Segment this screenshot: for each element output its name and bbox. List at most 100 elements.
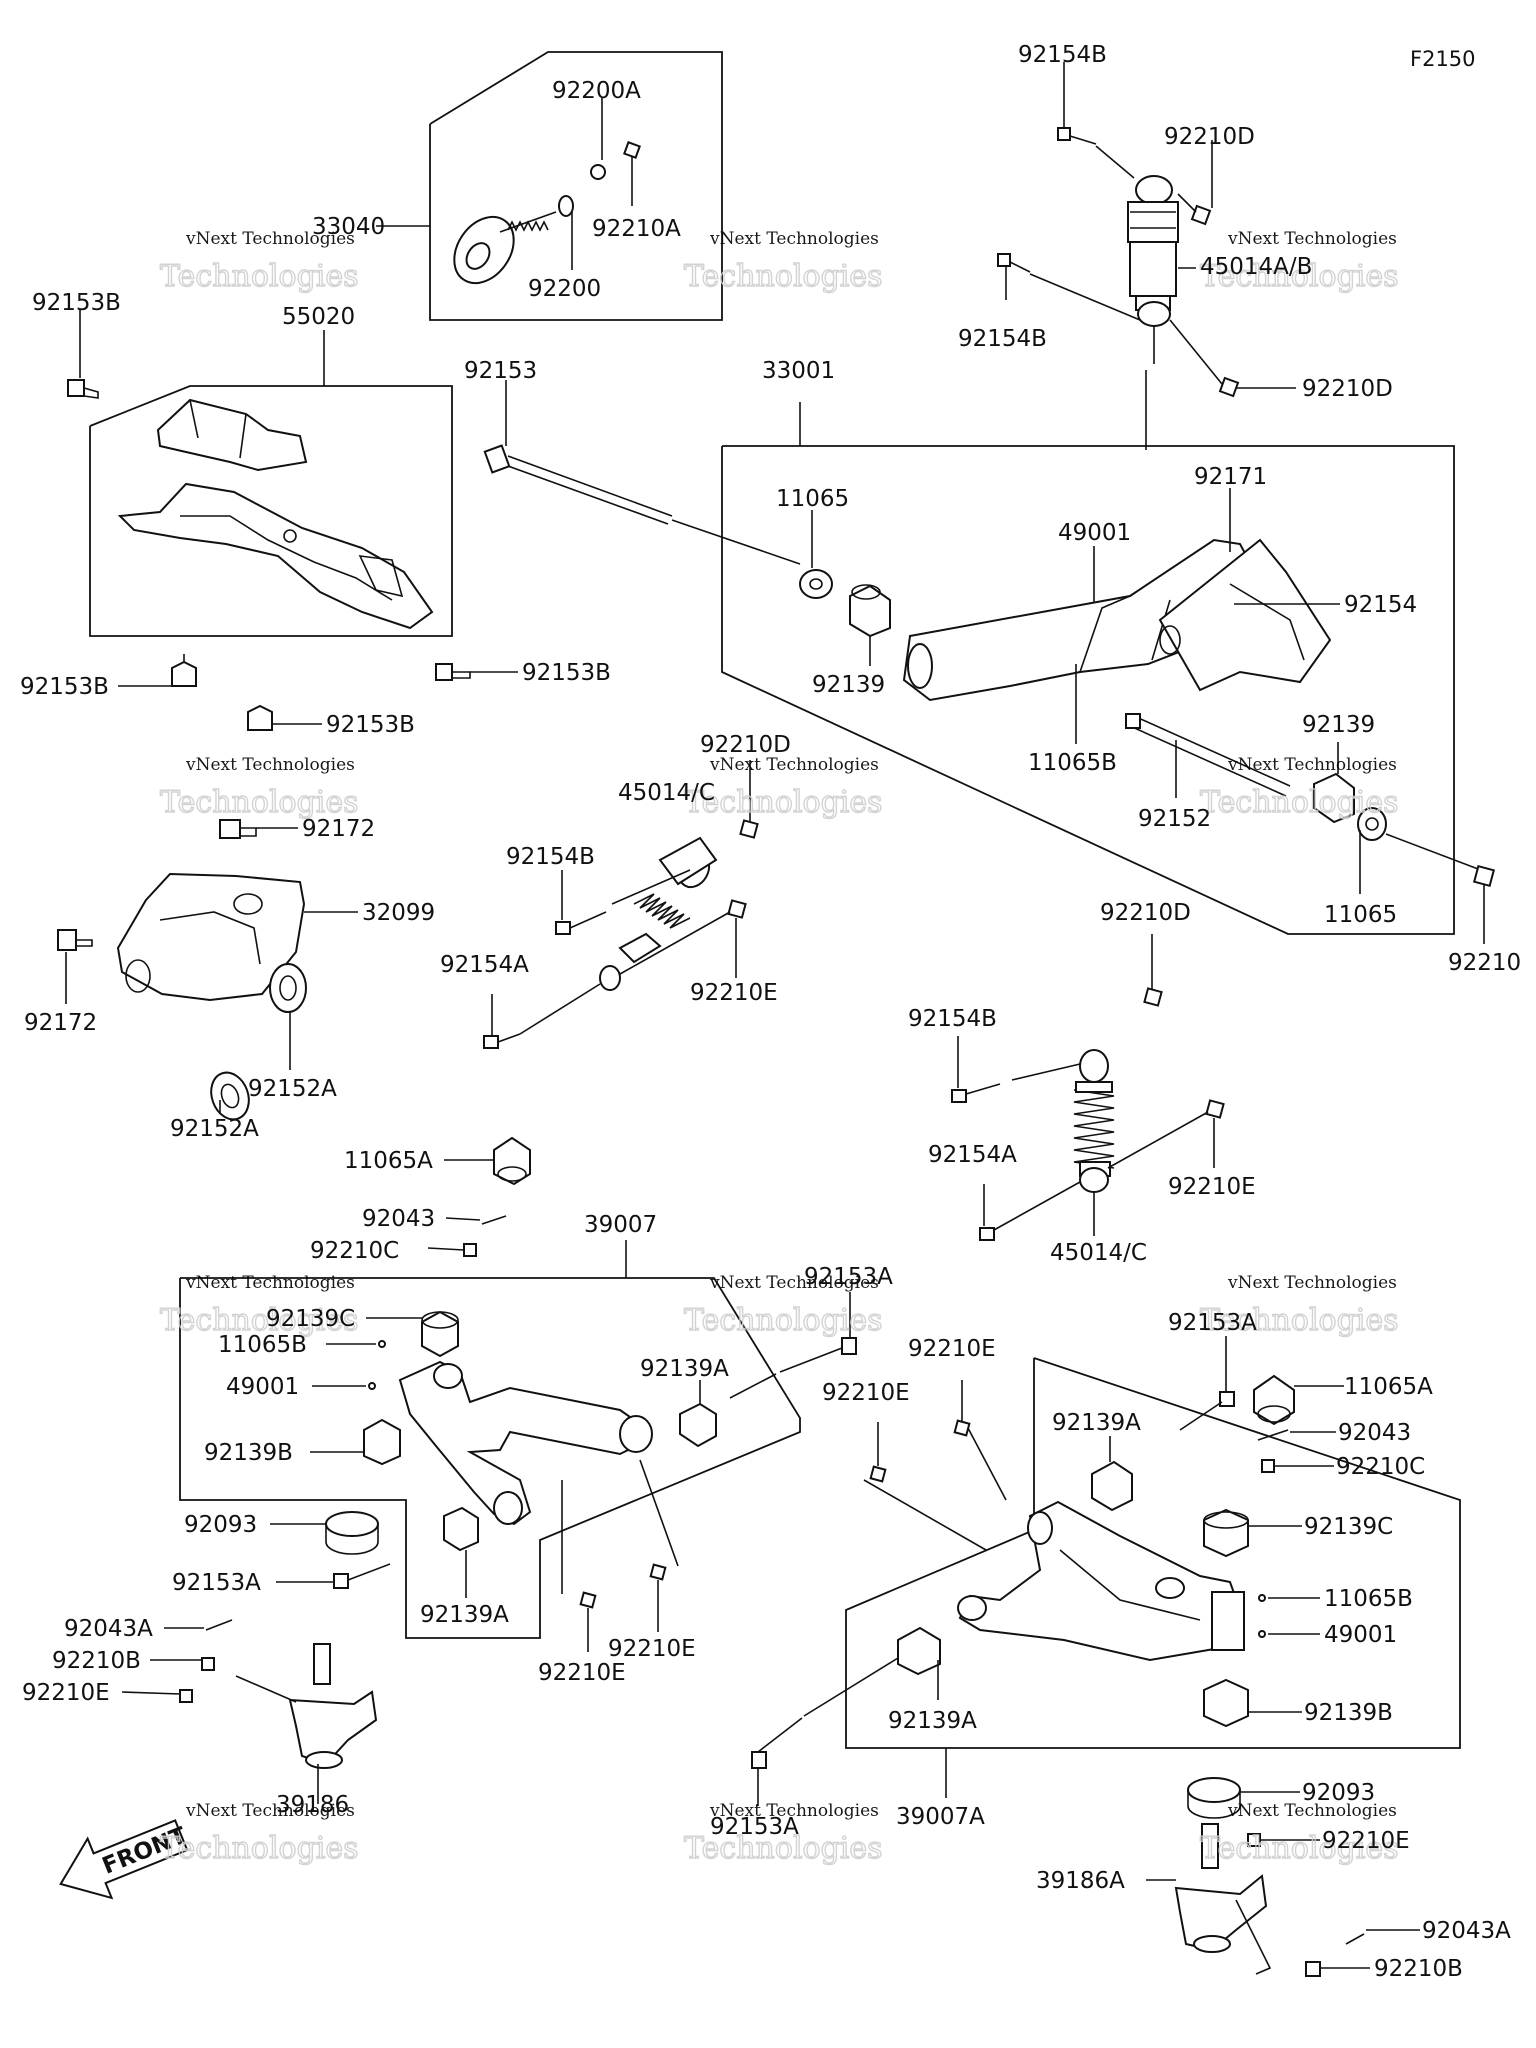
nut-92210E-b <box>649 1563 667 1581</box>
bolt-92153A-b <box>333 1563 391 1589</box>
cam-bolt-assembly <box>453 141 641 285</box>
part-label: 92171 <box>1194 464 1267 490</box>
part-label: 92210D <box>700 732 791 758</box>
part-label: 92210B <box>1374 1956 1463 1982</box>
watermark-text: vNext Technologies <box>1227 1273 1397 1293</box>
part-label: 49001 <box>226 1374 299 1400</box>
part-label: 11065A <box>1344 1374 1433 1400</box>
part-label: 92153A <box>1168 1310 1257 1336</box>
watermark-text: Technologies <box>160 1831 359 1866</box>
part-label: 92154B <box>506 844 595 870</box>
figure-code: F2150 <box>1410 47 1476 71</box>
nut-92210C-right <box>1261 1459 1275 1473</box>
bolt-92154B-left <box>555 911 607 935</box>
bushing-92139B-left <box>363 1418 401 1466</box>
watermark-text: Technologies <box>684 1831 883 1866</box>
swingarm-33001 <box>902 538 1332 702</box>
part-label: 92210B <box>52 1648 141 1674</box>
watermark-text: Technologies <box>160 785 359 820</box>
part-label: 49001 <box>1058 520 1131 546</box>
nut-92210B-left <box>201 1657 215 1671</box>
part-label: 39186A <box>1036 1868 1125 1894</box>
part-label: 92152A <box>248 1076 337 1102</box>
part-label: 92153A <box>804 1264 893 1290</box>
part-label: 92210E <box>608 1636 696 1662</box>
part-label: 92153B <box>522 660 611 686</box>
watermark: vNext Technologies Technologies vNext Te… <box>159 229 1399 1867</box>
part-label: 92154B <box>958 326 1047 352</box>
watermark-text: vNext Technologies <box>709 1801 879 1821</box>
watermark-text: Technologies <box>684 785 883 820</box>
box-33040 <box>429 51 723 321</box>
bolt-92154A-right <box>979 1181 1081 1241</box>
part-label: 92139A <box>640 1356 729 1382</box>
part-label: 92210E <box>908 1336 996 1362</box>
watermark-text: vNext Technologies <box>185 229 355 249</box>
watermark-text: Technologies <box>684 259 883 294</box>
part-label: 11065A <box>344 1148 433 1174</box>
bushing-92139A-c <box>1091 1460 1133 1512</box>
nut-92210E-e <box>179 1689 193 1703</box>
bushing-92139C-right <box>1203 1508 1249 1558</box>
part-label: 92210E <box>1168 1174 1256 1200</box>
seal-92093-left <box>325 1511 379 1555</box>
part-label: 92139C <box>266 1306 355 1332</box>
bushing-92139A-b <box>443 1506 479 1552</box>
skid-plate-assembly <box>117 398 434 630</box>
part-label: 92210C <box>1336 1454 1425 1480</box>
part-label: 92210A <box>592 216 681 242</box>
watermark-text: vNext Technologies <box>709 755 879 775</box>
watermark-text: Technologies <box>1200 1831 1399 1866</box>
collar-11065-right <box>1357 807 1387 841</box>
part-label: 45014/C <box>1050 1240 1147 1266</box>
part-label: 92210E <box>538 1660 626 1686</box>
part-label: 92172 <box>302 816 375 842</box>
part-label: 92093 <box>184 1512 257 1538</box>
part-label: 92153 <box>464 358 537 384</box>
part-label: 39007 <box>584 1212 657 1238</box>
part-label: 92154A <box>440 952 529 978</box>
bushing-92139A-a <box>679 1402 717 1448</box>
part-label: 92139B <box>1304 1700 1393 1726</box>
part-label: 92093 <box>1302 1780 1375 1806</box>
part-label: 33040 <box>312 214 385 240</box>
nut-92210E-a <box>579 1591 597 1609</box>
watermark-text: Technologies <box>160 259 359 294</box>
collar-11065A-top <box>493 1136 531 1186</box>
watermark-text: vNext Technologies <box>709 1273 879 1293</box>
part-label: 92154 <box>1344 592 1417 618</box>
part-label: 92043 <box>362 1206 435 1232</box>
bolt-92153B-mid <box>435 663 471 681</box>
part-label: 11065 <box>776 486 849 512</box>
part-label: 92210C <box>310 1238 399 1264</box>
bolt-92172-b <box>57 929 93 951</box>
part-label: 92210E <box>690 980 778 1006</box>
part-label: 39186 <box>276 1792 349 1818</box>
part-label: 92153B <box>20 674 109 700</box>
part-label: 92210E <box>822 1380 910 1406</box>
nut-92210E-d <box>869 1465 887 1483</box>
part-label: 92139A <box>888 1708 977 1734</box>
bushing-92139-right <box>1313 772 1355 824</box>
part-label: 45014A/B <box>1200 254 1312 280</box>
bolt-92153A-a <box>779 1337 857 1373</box>
watermark-text: vNext Technologies <box>1227 755 1397 775</box>
pin-92043A-left <box>205 1619 233 1631</box>
part-label: 11065B <box>1324 1586 1413 1612</box>
part-label: 11065B <box>1028 750 1117 776</box>
watermark-text: Technologies <box>1200 259 1399 294</box>
watermark-text: vNext Technologies <box>709 229 879 249</box>
part-label: 92043 <box>1338 1420 1411 1446</box>
bolt-92153B-left <box>171 654 197 687</box>
nut-92210D-top <box>1190 204 1212 226</box>
seal-92093-right <box>1187 1777 1241 1819</box>
nut-92210E-c <box>953 1419 971 1437</box>
a-arm-39007 <box>398 1360 653 1526</box>
part-label: 92172 <box>24 1010 97 1036</box>
shock-45014C-right <box>1073 1049 1115 1193</box>
part-label: 92200 <box>528 276 601 302</box>
part-label: 92139 <box>812 672 885 698</box>
long-bolt-92153 <box>483 444 801 565</box>
part-label: 92152A <box>170 1116 259 1142</box>
watermark-text: vNext Technologies <box>185 1801 355 1821</box>
